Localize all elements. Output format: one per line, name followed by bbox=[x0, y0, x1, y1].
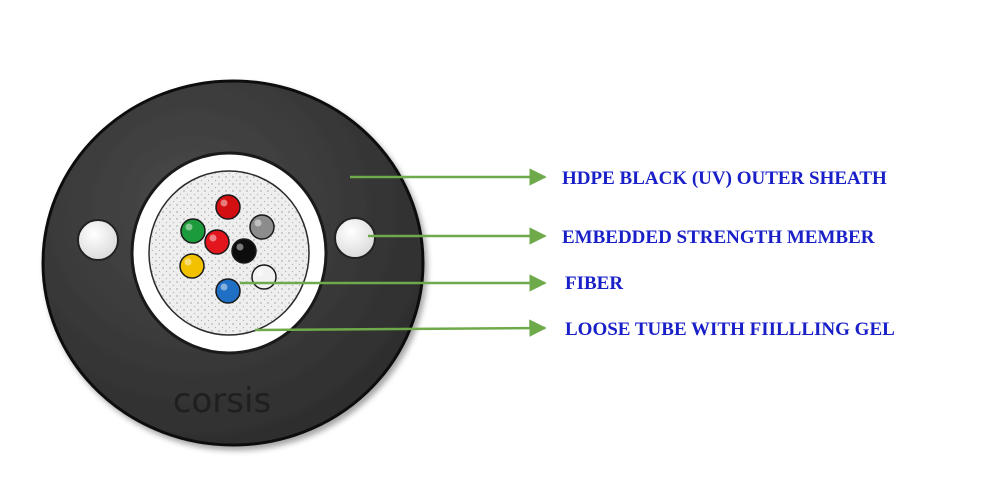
fiber-blue-7 bbox=[215, 278, 241, 304]
fiber-green-1 bbox=[180, 218, 206, 244]
fiber-highlight-4 bbox=[236, 243, 244, 251]
fiber-black-4 bbox=[231, 238, 257, 264]
fiber-red-2 bbox=[204, 229, 230, 255]
label-loose-tube: LOOSE TUBE WITH FIILLLING GEL bbox=[565, 319, 895, 340]
brand-label: corsis bbox=[173, 381, 271, 421]
callout-arrow-loose-tube bbox=[254, 319, 547, 337]
label-fiber: FIBER bbox=[565, 273, 623, 294]
label-strength-member: EMBEDDED STRENGTH MEMBER bbox=[562, 227, 875, 248]
fiber-highlight-2 bbox=[209, 234, 217, 242]
fiber-highlight-5 bbox=[184, 258, 192, 266]
fiber-bundle bbox=[179, 194, 277, 304]
fiber-highlight-7 bbox=[220, 283, 228, 291]
fiber-highlight-3 bbox=[254, 219, 262, 227]
strength-member-left bbox=[77, 219, 119, 261]
fiber-grey-3 bbox=[249, 214, 275, 240]
fiber-highlight-6 bbox=[256, 269, 264, 277]
fiber-white-6 bbox=[251, 264, 277, 290]
strength-member-right bbox=[334, 217, 376, 259]
fiber-yellow-5 bbox=[179, 253, 205, 279]
fiber-red-0 bbox=[215, 194, 241, 220]
fiber-highlight-1 bbox=[185, 223, 193, 231]
filling-gel bbox=[148, 170, 310, 336]
fiber-highlight-0 bbox=[220, 199, 228, 207]
label-outer-sheath: HDPE BLACK (UV) OUTER SHEATH bbox=[562, 168, 887, 189]
